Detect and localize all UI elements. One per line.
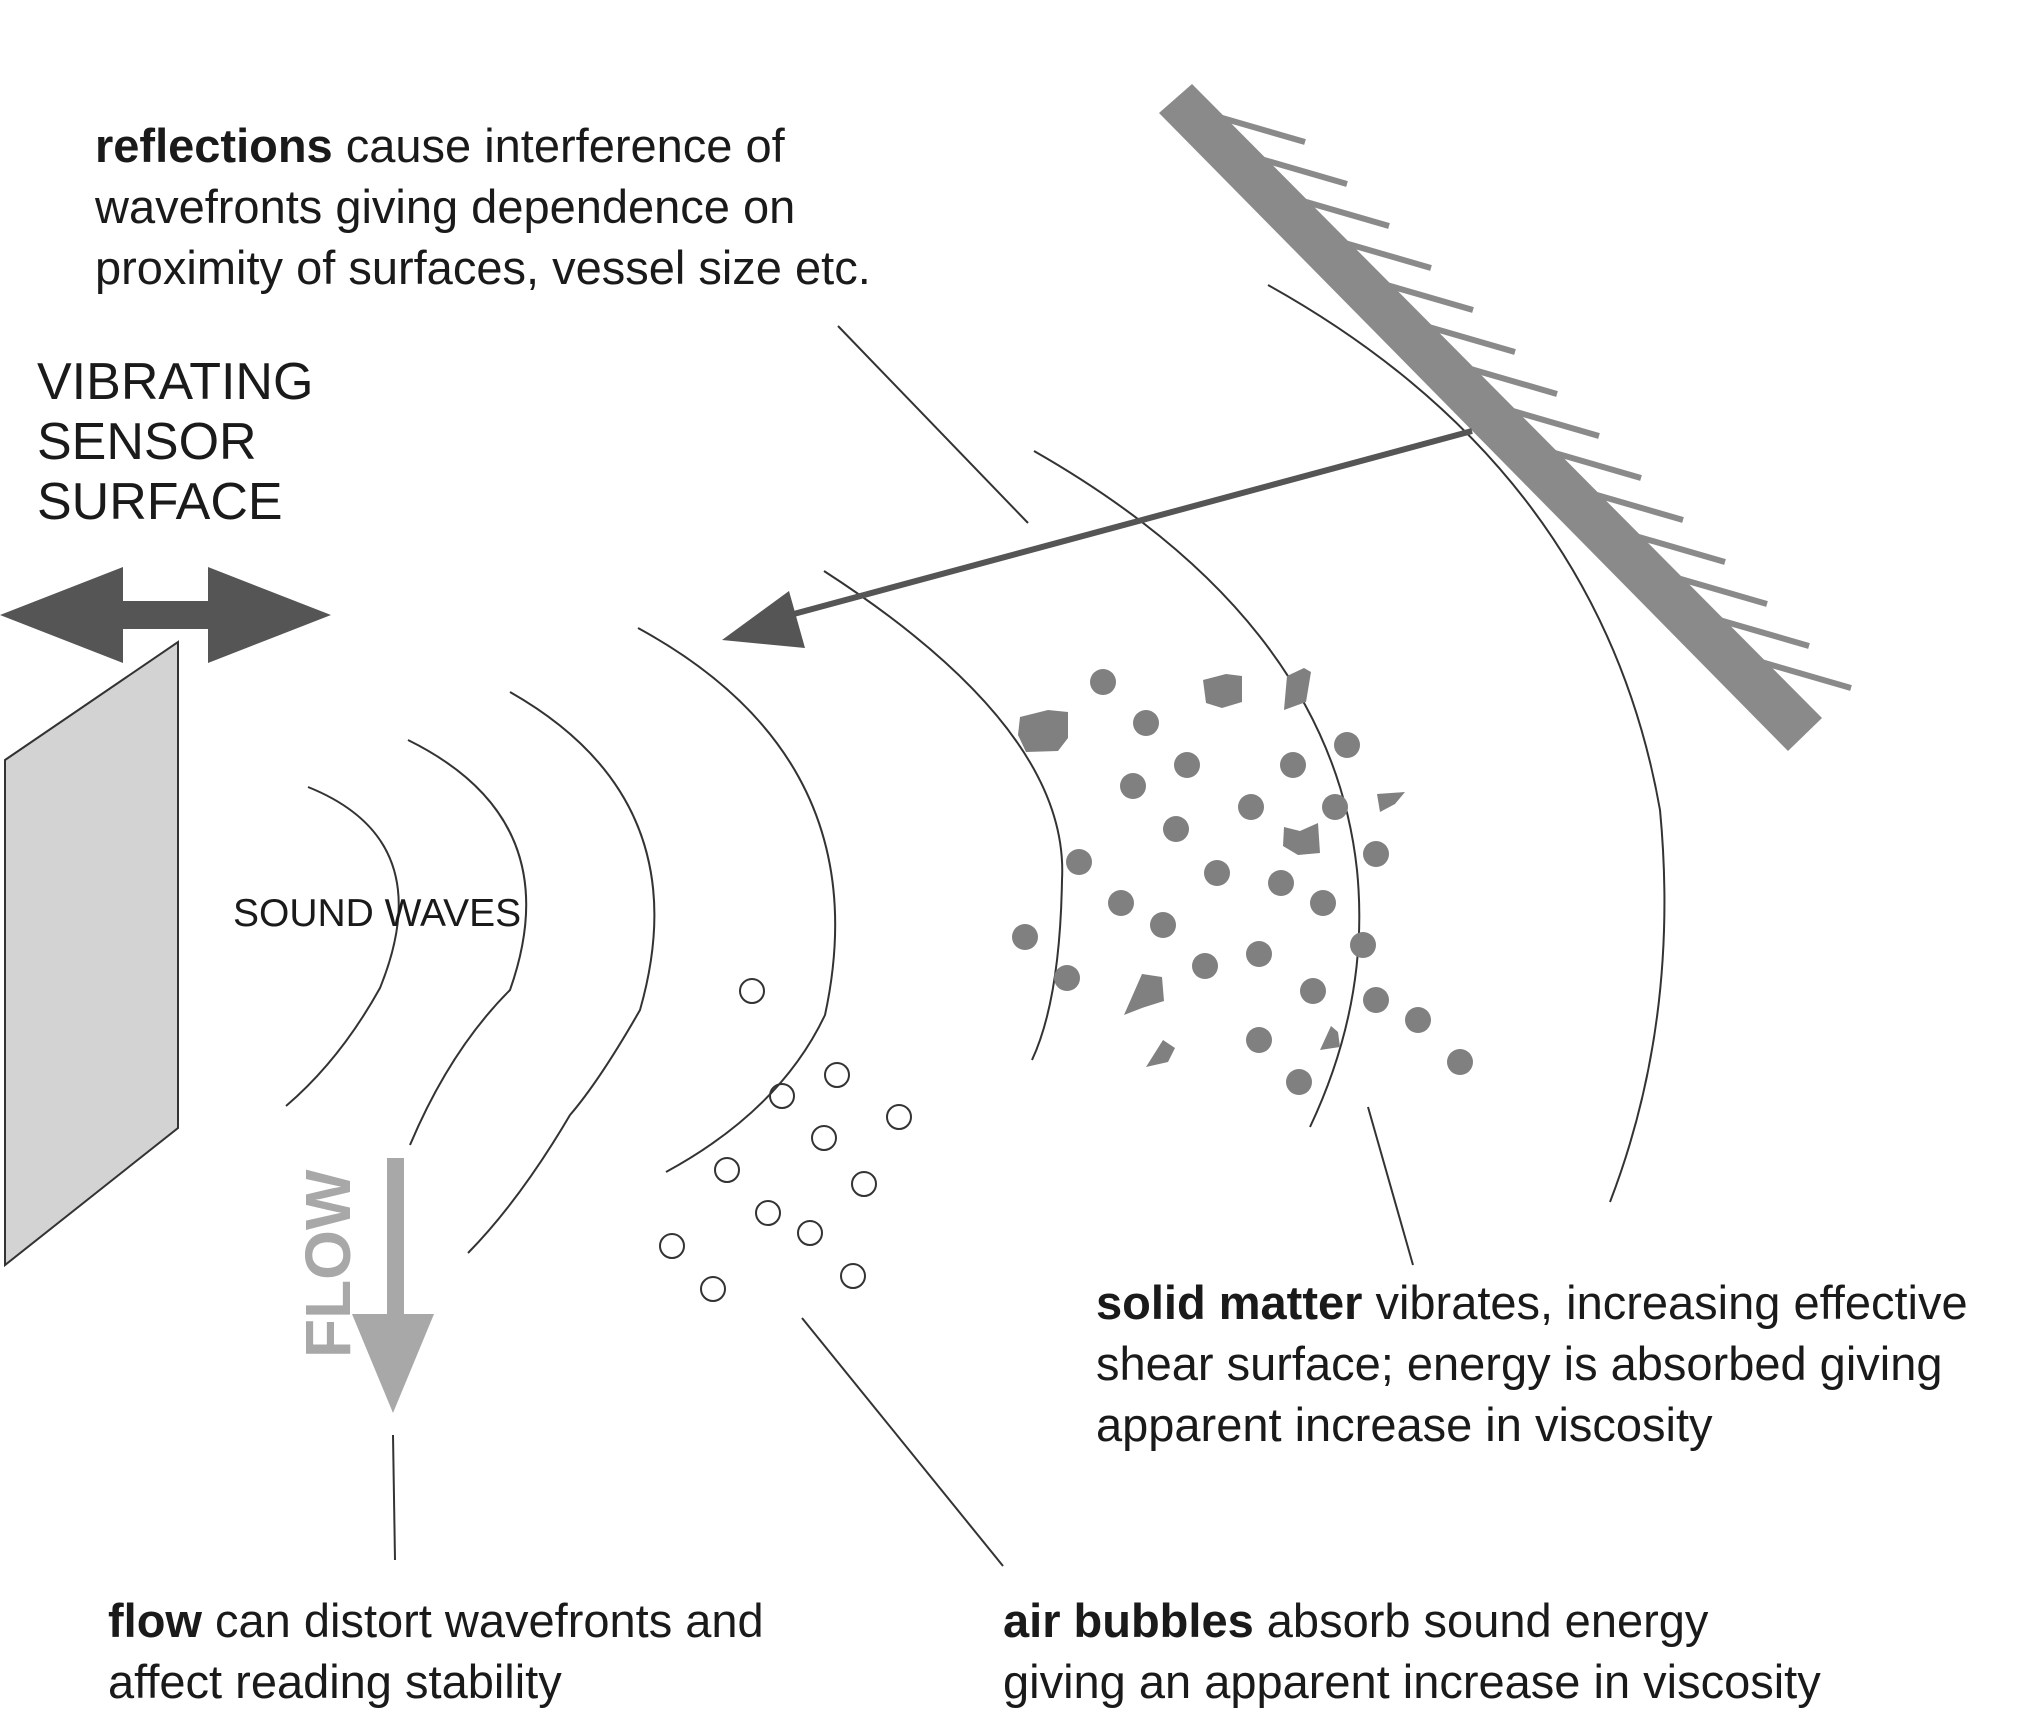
solid-particle xyxy=(1133,710,1159,736)
sensor-label-line: SURFACE xyxy=(37,473,283,531)
wavefront-2 xyxy=(407,739,528,1146)
solid-matter-leader xyxy=(1367,1106,1414,1266)
air-bubble xyxy=(659,1233,685,1259)
air-bubbles-line1: absorb sound energy xyxy=(1253,1594,1709,1647)
flow-annotation: flow can distort wavefronts and affect r… xyxy=(108,1590,764,1712)
solid-particle xyxy=(1163,816,1189,842)
solid-particle xyxy=(1350,932,1376,958)
reflections-line2: wavefronts giving dependence on xyxy=(95,180,796,233)
solid-particle xyxy=(1012,924,1038,950)
solid-particle xyxy=(1363,841,1389,867)
solid-fragment xyxy=(1283,823,1320,855)
solid-particle xyxy=(1363,987,1389,1013)
solid-particle xyxy=(1310,890,1336,916)
solid-particle xyxy=(1334,732,1360,758)
solid-matter-keyword: solid matter xyxy=(1096,1276,1363,1329)
wavefront-1 xyxy=(285,786,400,1107)
sound-waves-label: SOUND WAVES xyxy=(233,892,522,935)
solid-particle xyxy=(1246,941,1272,967)
solid-particle xyxy=(1204,860,1230,886)
reflections-keyword: reflections xyxy=(95,119,333,172)
wavefront-4 xyxy=(637,627,837,1173)
solid-particle xyxy=(1238,794,1264,820)
solid-matter-line3: apparent increase in viscosity xyxy=(1096,1398,1713,1451)
solid-matter-line2: shear surface; energy is absorbed giving xyxy=(1096,1337,1943,1390)
reflections-leader xyxy=(837,325,1029,524)
solid-particle xyxy=(1300,978,1326,1004)
air-bubbles-leader xyxy=(801,1317,1004,1567)
solid-particle xyxy=(1246,1027,1272,1053)
air-bubble xyxy=(886,1104,912,1130)
sound-wavefronts xyxy=(285,284,1666,1254)
solid-particle xyxy=(1090,669,1116,695)
flow-line2: affect reading stability xyxy=(108,1655,562,1708)
air-bubbles xyxy=(659,978,912,1302)
flow-leader xyxy=(392,1434,396,1561)
air-bubbles-annotation: air bubbles absorb sound energy giving a… xyxy=(1003,1590,1821,1712)
solid-particle xyxy=(1286,1069,1312,1095)
solid-fragment xyxy=(1320,1026,1340,1050)
reflections-line3: proximity of surfaces, vessel size etc. xyxy=(95,241,871,294)
solid-fragment xyxy=(1203,674,1242,708)
air-bubble xyxy=(840,1263,866,1289)
reflecting-surface xyxy=(1159,84,1852,751)
solid-particle xyxy=(1120,773,1146,799)
solid-matter-annotation: solid matter vibrates, increasing effect… xyxy=(1096,1272,1968,1455)
reflections-annotation: reflections cause interference of wavefr… xyxy=(95,115,871,298)
solid-particles xyxy=(1012,668,1473,1095)
air-bubble xyxy=(739,978,765,1004)
wavefront-5 xyxy=(823,570,1064,1061)
wavefront-6 xyxy=(1033,450,1361,1128)
reflection-arrow xyxy=(722,428,1473,648)
sensor-label-line: SENSOR xyxy=(37,413,257,471)
solid-fragment xyxy=(1146,1040,1175,1067)
solid-particle xyxy=(1150,912,1176,938)
wavefront-3 xyxy=(467,691,656,1254)
solid-particle xyxy=(1066,849,1092,875)
air-bubble xyxy=(769,1083,795,1109)
air-bubble xyxy=(700,1276,726,1302)
solid-particle xyxy=(1447,1049,1473,1075)
air-bubble xyxy=(714,1157,740,1183)
sensor-label: VIBRATING SENSOR SURFACE xyxy=(37,352,313,532)
sensor-plate xyxy=(4,640,179,1268)
air-bubbles-line2: giving an apparent increase in viscosity xyxy=(1003,1655,1821,1708)
air-bubble xyxy=(811,1125,837,1151)
solid-particle xyxy=(1192,953,1218,979)
flow-arrow xyxy=(352,1158,434,1413)
flow-keyword: flow xyxy=(108,1594,202,1647)
solid-particle xyxy=(1280,752,1306,778)
air-bubble xyxy=(851,1171,877,1197)
reflections-line1: cause interference of xyxy=(332,119,785,172)
solid-particle xyxy=(1322,794,1348,820)
solid-fragment xyxy=(1377,792,1405,812)
solid-particle xyxy=(1268,870,1294,896)
solid-particle xyxy=(1174,752,1200,778)
sensor-label-line: VIBRATING xyxy=(37,353,314,411)
flow-line1: can distort wavefronts and xyxy=(201,1594,764,1647)
air-bubble xyxy=(755,1200,781,1226)
solid-particle xyxy=(1108,890,1134,916)
solid-particle xyxy=(1405,1007,1431,1033)
air-bubble xyxy=(824,1062,850,1088)
solid-fragment xyxy=(1284,668,1311,710)
vibration-arrow xyxy=(0,567,331,663)
air-bubble xyxy=(797,1220,823,1246)
solid-matter-line1: vibrates, increasing effective xyxy=(1362,1276,1968,1329)
solid-particle xyxy=(1054,965,1080,991)
solid-fragment xyxy=(1124,974,1164,1015)
leader-lines xyxy=(392,325,1414,1567)
solid-fragment xyxy=(1018,710,1068,752)
wavefront-7 xyxy=(1267,284,1666,1203)
flow-arrow-label: FLOW xyxy=(292,1169,364,1358)
air-bubbles-keyword: air bubbles xyxy=(1003,1594,1254,1647)
